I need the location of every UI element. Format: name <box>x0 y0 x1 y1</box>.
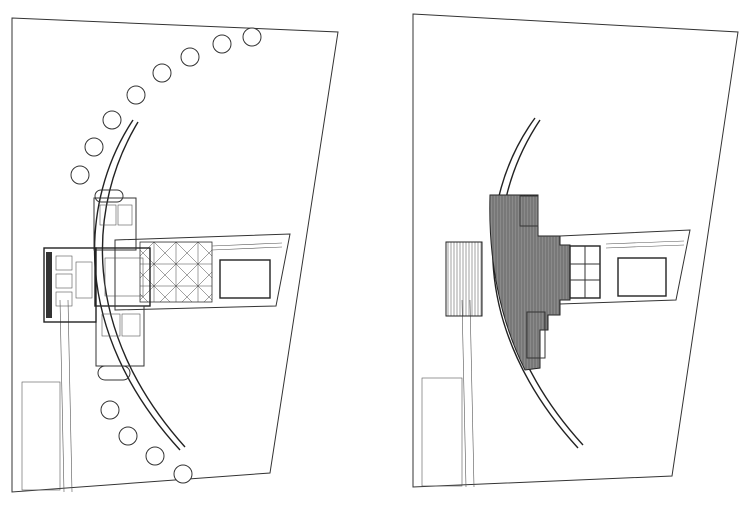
tree-3 <box>180 47 200 67</box>
road-edge-right-a <box>461 299 467 488</box>
road-edge-right-b <box>469 299 475 488</box>
tree-12 <box>173 464 193 484</box>
service-room-c <box>55 291 73 307</box>
south-skylight-right <box>526 311 546 359</box>
tree-5 <box>126 85 146 105</box>
west-service-block <box>43 247 97 323</box>
roof-hatch <box>489 195 570 370</box>
core-hall <box>104 257 144 297</box>
tree-9 <box>100 400 120 420</box>
road-edge-left-a <box>59 299 65 493</box>
pool-right <box>617 257 667 297</box>
tree-8 <box>70 165 90 185</box>
curved-wall-inner-left <box>101 121 186 448</box>
tree-4 <box>152 63 172 83</box>
north-wing-left <box>93 197 137 251</box>
south-room-b <box>121 313 141 337</box>
south-room-a <box>101 313 121 337</box>
site-boundary-right <box>412 13 739 488</box>
skylight-grid <box>569 245 601 299</box>
terrace-line-right-b <box>605 244 685 249</box>
tree-10 <box>118 426 138 446</box>
terrace-line-b <box>211 246 283 251</box>
site-boundary-left <box>11 17 339 493</box>
south-cap-left <box>97 365 131 381</box>
west-roof-terrace <box>445 241 483 317</box>
roof-plan <box>412 13 739 488</box>
service-stair <box>75 261 93 299</box>
north-skylight-right <box>519 195 539 227</box>
tree-row <box>70 27 262 484</box>
tree-6 <box>102 110 122 130</box>
terrace-line-right-a <box>605 240 685 245</box>
pool-left <box>219 259 271 299</box>
service-room-b <box>55 273 73 289</box>
west-wall-solid <box>46 252 52 318</box>
courtyard-grid <box>139 241 213 303</box>
road-edge-left-b <box>67 299 73 493</box>
service-room-a <box>55 255 73 271</box>
tree-7 <box>84 137 104 157</box>
ground-floor-plan <box>11 17 339 493</box>
terrace-line-a <box>211 242 283 247</box>
tree-1 <box>242 27 262 47</box>
north-room-b <box>117 204 133 226</box>
east-wing-left <box>114 233 291 311</box>
east-wing-right <box>559 229 691 305</box>
parking-area-left <box>21 381 61 491</box>
parking-area-right <box>421 377 463 487</box>
tree-2 <box>212 34 232 54</box>
tree-11 <box>145 446 165 466</box>
north-cap-left <box>94 189 124 203</box>
north-room-a <box>99 204 117 226</box>
